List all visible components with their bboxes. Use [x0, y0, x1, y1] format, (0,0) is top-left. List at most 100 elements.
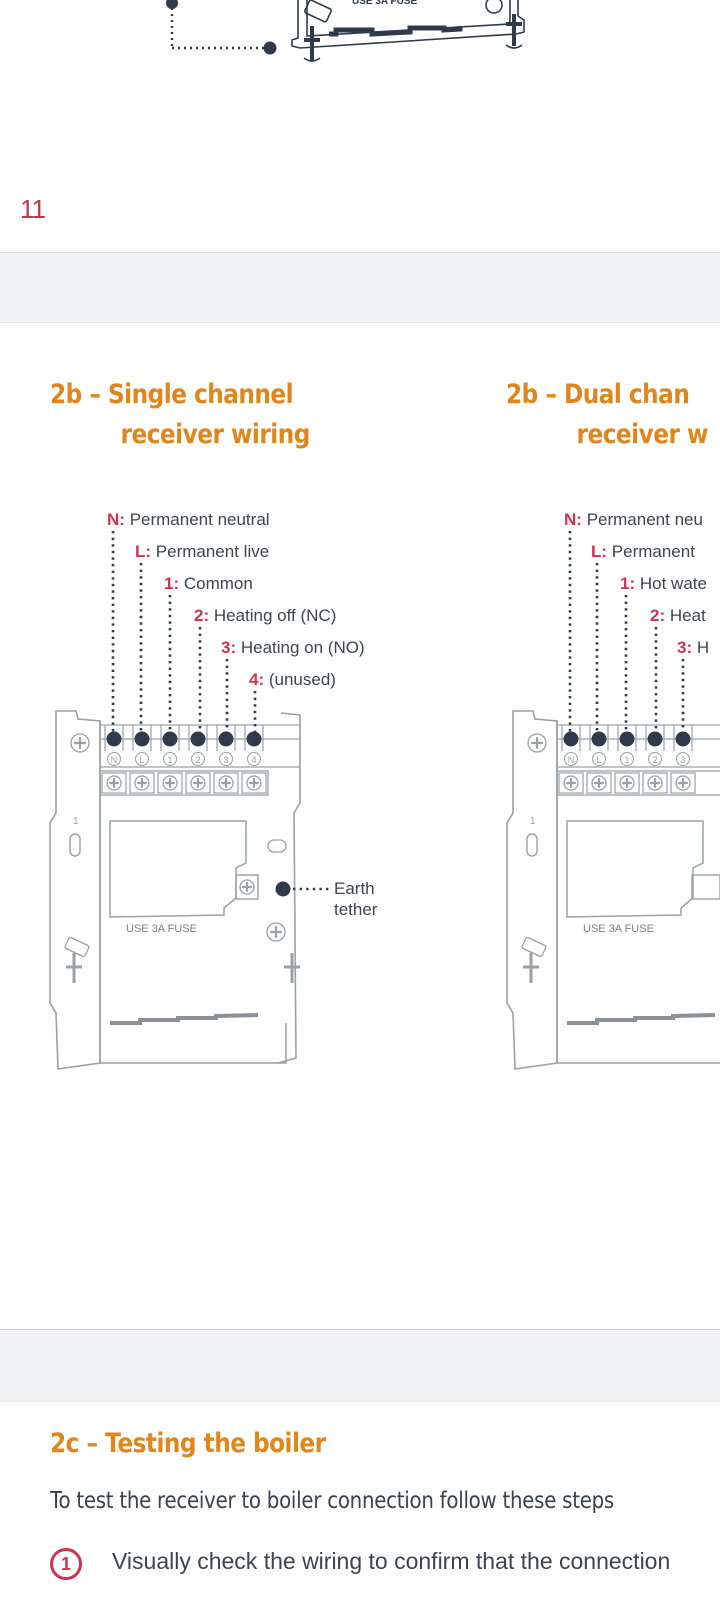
terminal-badge: 2 [191, 752, 205, 766]
title-line-1: 2b – Single channel [50, 379, 294, 410]
backplate-bottom [556, 721, 720, 1064]
terminal-badge-ring [247, 752, 261, 766]
terminal-badge-label: 3 [680, 755, 685, 765]
screw-head [675, 775, 691, 791]
section-title-single-channel: 2b – Single channel receiver wiring [50, 375, 310, 455]
terminal-slot [589, 725, 609, 751]
screw-slot [137, 778, 147, 788]
screw-slot [165, 778, 175, 788]
terminal-slot [160, 725, 180, 751]
title-line-1: 2b – Dual chan [506, 379, 690, 410]
pdf-page-11: USE 3A FUSE 11 [0, 0, 720, 253]
earth-wire-dotted [166, 0, 277, 55]
terminal-label-3: 3: Heating on (NO) [221, 638, 365, 657]
terminal-badge: 3 [676, 752, 690, 766]
terminal-slot [561, 725, 581, 751]
earth-tether-label: Earth tether [334, 879, 378, 919]
fixing-screw [284, 953, 300, 983]
terminal-badge: 1 [163, 752, 177, 766]
terminal-badge-label: 2 [652, 755, 657, 765]
terminal-badge: 3 [219, 752, 233, 766]
screw-icon [218, 775, 234, 791]
terminal-badge: L [135, 752, 149, 766]
backplate-window [566, 820, 704, 918]
screw-icon [162, 775, 178, 791]
backplate-bottom [99, 721, 287, 1064]
backplate-right-rail [277, 712, 301, 1064]
terminal-badge-ring [564, 752, 578, 766]
backplate-window [109, 820, 247, 918]
fuse-strip [567, 1013, 716, 1025]
fixing-screw [66, 953, 82, 983]
terminal-badge: N [564, 752, 578, 766]
terminal-label-l: L: Permanent live [135, 542, 270, 561]
terminal-screw-cell [670, 772, 696, 794]
screw-slot [678, 778, 688, 788]
screw-head [527, 733, 547, 753]
screw-head [591, 775, 607, 791]
terminal-badge-label: L [596, 755, 601, 765]
screw-slot [269, 925, 283, 939]
earth-slot [267, 839, 287, 853]
backplate-left-rail [49, 710, 101, 1070]
terminal-wire-dot [218, 731, 234, 747]
terminal-badge-ring [592, 752, 606, 766]
terminal-screw-block [99, 770, 269, 796]
terminal-screw-cell [101, 772, 127, 794]
fuse-label: USE 3A FUSE [126, 923, 197, 935]
terminal-screw-cell [642, 772, 668, 794]
screw-slot [193, 778, 203, 788]
terminal-screw-cell [586, 772, 612, 794]
screw-head [246, 775, 262, 791]
terminal-label-n: N: Permanent neutral [107, 510, 270, 529]
screw-head [266, 922, 286, 942]
terminal-label-1: 1: Hot wate [620, 574, 707, 593]
pdf-page-13: 2c – Testing the boiler To test the rece… [0, 1401, 720, 1601]
screw-head [563, 775, 579, 791]
terminal-badge-label: L [139, 755, 144, 765]
fixing-screw [523, 953, 539, 983]
terminal-screw-cell [213, 772, 239, 794]
screw-icon [647, 775, 663, 791]
terminal-badge-label: 2 [195, 755, 200, 765]
terminal-slot [104, 725, 124, 751]
terminal-badge: L [592, 752, 606, 766]
screw-slot [249, 778, 259, 788]
terminal-screw-cell [614, 772, 640, 794]
backplate-left-rail [506, 710, 558, 1070]
terminal-label-n: N: Permanent neu [564, 510, 703, 529]
terminal-label-2: 2: Heating off (NC) [194, 606, 337, 625]
terminal-badge-ring [676, 752, 690, 766]
screw-head [647, 775, 663, 791]
terminal-badge-label: 4 [251, 755, 256, 765]
side-number-label: 1 [530, 816, 536, 827]
terminal-badge-ring [135, 752, 149, 766]
screw-icon [619, 775, 635, 791]
screw-icon [527, 733, 547, 753]
terminal-slot [673, 725, 693, 751]
step-text: Visually check the wiring to confirm tha… [112, 1548, 671, 1574]
terminal-badge-ring [107, 752, 121, 766]
title-line-2: receiver wiring [120, 419, 311, 450]
screw-head [106, 775, 122, 791]
screw-head [162, 775, 178, 791]
screw-head [134, 775, 150, 791]
screw-icon [675, 775, 691, 791]
earth-wire-dot [275, 881, 291, 897]
screw-head [190, 775, 206, 791]
screw-icon [266, 922, 286, 942]
terminal-wire-dot [246, 731, 262, 747]
intro-text: To test the receiver to boiler connectio… [50, 1488, 614, 1514]
pdf-page-12: 2b – Single channel receiver wiring N: P… [0, 322, 720, 1331]
terminal-label-l: L: Permanent [591, 542, 695, 561]
tamper-tab [64, 936, 90, 958]
screw-slot [242, 882, 252, 892]
terminal-housing [556, 724, 720, 740]
earth-tether [235, 839, 332, 900]
fuse-strip [110, 1013, 259, 1025]
terminal-label-3: 3: H [677, 638, 710, 657]
screw-slot [109, 778, 119, 788]
terminal-screw-cell [241, 772, 267, 794]
terminal-badge-ring [191, 752, 205, 766]
